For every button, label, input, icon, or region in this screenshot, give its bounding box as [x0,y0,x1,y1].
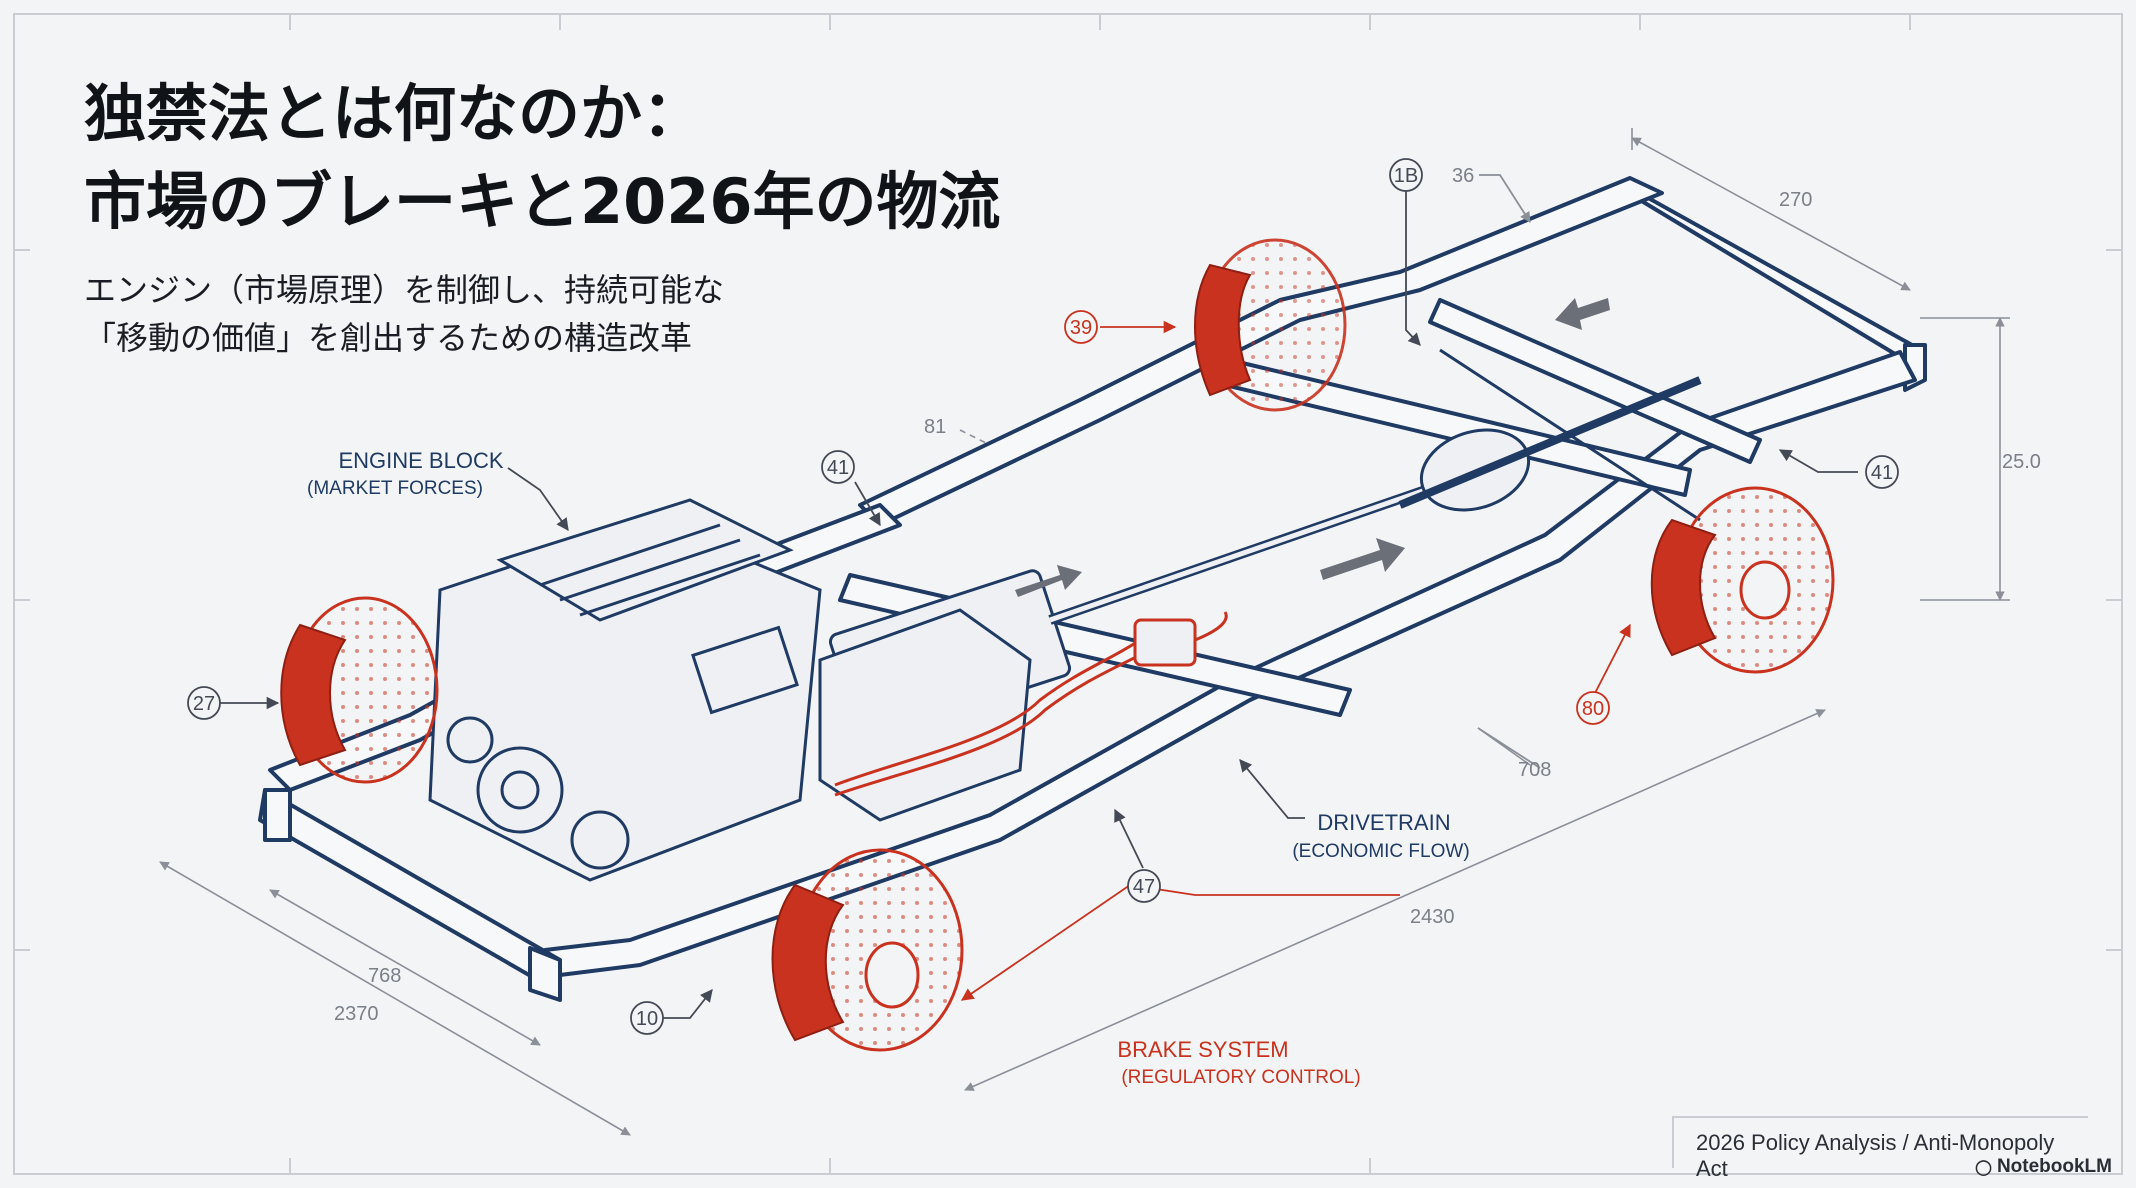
title-line-2: 市場のブレーキと2026年の物流 [84,165,1001,238]
dimension-2430: 2430 [1410,906,1455,928]
blueprint-border [13,13,2123,1175]
callout-27: 27 [187,686,221,720]
notebooklm-icon: ◯ [1975,1159,1992,1176]
brake-system-sublabel: (REGULATORY CONTROL) [1121,1067,1360,1088]
leader-lines [220,174,1858,1019]
callout-47: 47 [1127,869,1161,903]
dimension-36: 36 [1452,165,1474,187]
page-subtitle: エンジン（市場原理）を制御し、持続可能な 「移動の価値」を創出するための構造改革 [84,266,724,362]
dimension-768: 768 [368,965,401,987]
page-title: 独禁法とは何なのか： 市場のブレーキと2026年の物流 [84,70,1001,246]
callout-10: 10 [630,1001,664,1035]
footer-caption: 2026 Policy Analysis / Anti-Monopoly Act [1672,1116,2088,1181]
callout-41-front: 41 [821,450,855,484]
brake-rear-right [1650,486,1835,674]
brake-rear-left [1194,238,1347,412]
callout-39-label: 39 [1070,317,1092,339]
dimension-81: 81 [924,416,946,438]
callout-41-rear: 41 [1865,455,1899,489]
callout-10-label: 10 [636,1008,658,1030]
callout-27-label: 27 [193,693,215,715]
callout-80: 80 [1576,691,1610,725]
callout-41-front-label: 41 [827,457,849,479]
brake-front-right [771,848,964,1052]
engine-block-drawing [428,498,1032,882]
brake-line [834,611,1228,797]
callout-41-rear-label: 41 [1871,462,1893,484]
callout-47-label: 47 [1133,876,1155,898]
engine-block-sublabel: (MARKET FORCES) [307,478,483,499]
brand-label: NotebookLM [1996,1156,2112,1177]
dimension-708: 708 [1518,759,1551,781]
callout-1B-label: 1B [1394,165,1418,187]
dimension-270: 270 [1779,189,1812,211]
brake-front-left [280,596,439,784]
engine-block-label: ENGINE BLOCK [338,448,503,473]
brake-system-label: BRAKE SYSTEM [1117,1037,1288,1062]
flow-arrows [1015,298,1610,597]
dimension-25: 25.0 [2002,451,2041,473]
drivetrain-label: DRIVETRAIN [1317,810,1450,835]
dimension-2370: 2370 [334,1003,379,1025]
dimension-lines [159,128,2010,1136]
callout-80-label: 80 [1582,698,1604,720]
subtitle-line-2: 「移動の価値」を創出するための構造改革 [84,319,693,357]
drivetrain-sublabel: (ECONOMIC FLOW) [1292,841,1469,862]
brand-mark: ◯NotebookLM [1975,1156,2112,1178]
callout-39: 39 [1064,310,1098,344]
callout-1B: 1B [1389,158,1423,192]
subtitle-line-1: エンジン（市場原理）を制御し、持続可能な [84,271,725,309]
title-line-1: 独禁法とは何なのか： [84,77,705,150]
